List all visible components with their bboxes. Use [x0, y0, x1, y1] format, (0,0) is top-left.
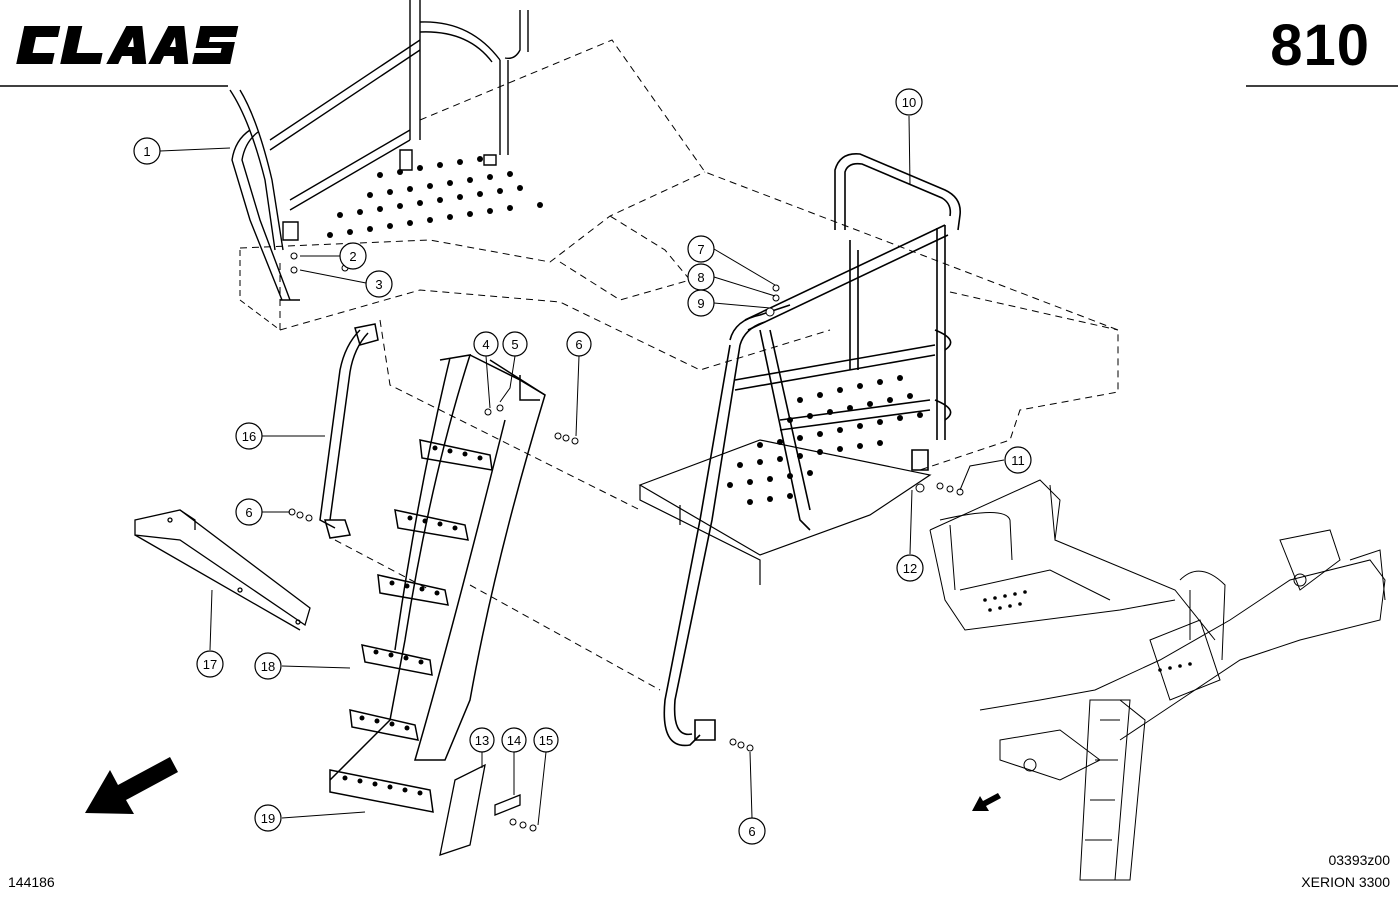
callout-17: 17 [203, 657, 217, 672]
machine-overview-icon [929, 479, 1386, 881]
callout-19: 19 [261, 811, 275, 826]
small-forward-arrow-icon [972, 793, 1001, 811]
callout-6-a: 6 [575, 337, 582, 352]
callout-13: 13 [475, 733, 489, 748]
handrail-upper-left [229, 0, 529, 301]
callout-11: 11 [1011, 453, 1025, 468]
callout-3: 3 [375, 277, 382, 292]
stay-bar-16 [319, 323, 379, 539]
page-number: 810 [1270, 13, 1370, 78]
handrail-rear [663, 153, 962, 747]
perforated-floor-left [327, 156, 543, 238]
sheet-id: 144186 [8, 874, 55, 890]
forward-arrow-icon [85, 757, 178, 814]
callout-9: 9 [697, 296, 704, 311]
support-block [239, 250, 281, 331]
callout-12: 12 [903, 561, 917, 576]
callout-18: 18 [261, 659, 275, 674]
callout-7: 7 [697, 242, 704, 257]
callout-8: 8 [697, 270, 704, 285]
platform-dashed-outline [239, 39, 1119, 691]
fasteners [288, 284, 964, 832]
model-name: XERION 3300 [1301, 874, 1390, 890]
callout-14: 14 [507, 733, 521, 748]
callout-labels: 1 2 3 4 5 6 6 6 7 8 9 10 11 12 13 14 15 … [143, 95, 1024, 839]
claas-logo [12, 18, 242, 72]
leader-lines [159, 115, 1005, 826]
callout-6-c: 6 [748, 824, 755, 839]
cover-angle-17 [134, 509, 311, 631]
callout-16: 16 [242, 429, 256, 444]
ladder-step-dots [342, 445, 483, 796]
drawing-ref: 03393z00 [1328, 852, 1390, 868]
perforated-floor-rear [727, 375, 923, 505]
callout-2: 2 [349, 249, 356, 264]
callout-4: 4 [482, 337, 489, 352]
overview-floor-dots [983, 590, 1192, 672]
callout-6-b: 6 [245, 505, 252, 520]
callout-circles [133, 88, 1032, 845]
claas-logo-icon [16, 26, 239, 64]
callout-1: 1 [143, 144, 150, 159]
platform-slab [638, 439, 932, 585]
ladder-18 [329, 354, 546, 813]
plate-13 [439, 763, 521, 856]
callout-15: 15 [539, 733, 553, 748]
callout-5: 5 [511, 337, 518, 352]
callout-10: 10 [902, 95, 916, 110]
